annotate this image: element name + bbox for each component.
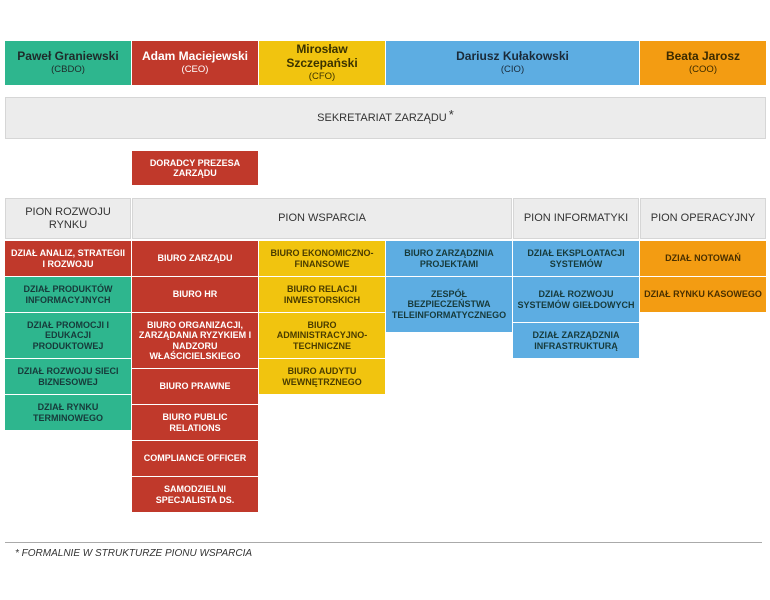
unit-box: DZIAŁ RYNKU KASOWEGO (640, 277, 766, 312)
exec-name: Adam Maciejewski (141, 48, 249, 63)
exec-role: (CFO) (308, 71, 336, 83)
exec-role: (CIO) (500, 64, 525, 76)
unit-box: DZIAŁ RYNKU TERMINOWEGO (5, 395, 131, 430)
unit-box: DZIAŁ PRODUKTÓW INFORMACYJNYCH (5, 277, 131, 312)
exec-name: Beata Jarosz (665, 48, 741, 63)
unit-box: DZIAŁ ROZWOJU SIECI BIZNESOWEJ (5, 359, 131, 394)
unit-box: DZIAŁ ROZWOJU SYSTEMÓW GIEŁDOWYCH (513, 277, 639, 322)
secretariat-label: SEKRETARIAT ZARZĄDU (317, 111, 447, 124)
unit-box: DZIAŁ PROMOCJI I EDUKACJI PRODUKTOWEJ (5, 313, 131, 358)
advisors-box: DORADCY PREZESA ZARZĄDU (132, 151, 258, 185)
exec-ceo: Adam Maciejewski (CEO) (132, 41, 258, 85)
exec-cfo: Mirosław Szczepański (CFO) (259, 41, 385, 85)
unit-box: BIURO RELACJI INWESTORSKICH (259, 277, 385, 312)
unit-box: SAMODZIELNI SPECJALISTA DS. (132, 477, 258, 512)
exec-name: Dariusz Kułakowski (456, 48, 569, 63)
unit-box: BIURO ZARZĄDZNIA PROJEKTAMI (386, 241, 512, 276)
unit-box: BIURO ADMINISTRACYJNO-TECHNICZNE (259, 313, 385, 358)
unit-box: BIURO AUDYTU WEWNĘTRZNEGO (259, 359, 385, 394)
unit-box: COMPLIANCE OFFICER (132, 441, 258, 476)
division-wsparcia: PION WSPARCIA (132, 198, 512, 239)
unit-box: ZESPÓŁ BEZPIECZEŃSTWA TELEINFORMATYCZNEG… (386, 277, 512, 332)
footnote-divider (5, 542, 762, 543)
unit-box: BIURO HR (132, 277, 258, 312)
exec-role: (CEO) (181, 64, 209, 76)
exec-coo: Beata Jarosz (COO) (640, 41, 766, 85)
unit-box: DZIAŁ ZARZĄDZNIA INFRASTRUKTURĄ (513, 323, 639, 358)
exec-role: (CBDO) (51, 64, 85, 76)
unit-box: DZIAŁ NOTOWAŃ (640, 241, 766, 276)
unit-box: BIURO PRAWNE (132, 369, 258, 404)
unit-box: DZIAŁ ANALIZ, STRATEGII I ROZWOJU (5, 241, 131, 276)
unit-box: BIURO EKONOMICZNO-FINANSOWE (259, 241, 385, 276)
division-operacyjny: PION OPERACYJNY (640, 198, 766, 239)
exec-name: Paweł Graniewski (17, 48, 119, 63)
exec-role: (COO) (689, 64, 717, 76)
division-rozwoju-rynku: PION ROZWOJU RYNKU (5, 198, 131, 239)
exec-cbdo: Paweł Graniewski (CBDO) (5, 41, 131, 85)
footnote: * FORMALNIE W STRUKTURZE PIONU WSPARCIA (15, 548, 253, 559)
secretariat-box: SEKRETARIAT ZARZĄDU * (5, 97, 766, 139)
unit-box: DZIAŁ EKSPLOATACJI SYSTEMÓW (513, 241, 639, 276)
exec-cio: Dariusz Kułakowski (CIO) (386, 41, 639, 85)
footnote-marker: * (448, 106, 454, 122)
exec-name: Mirosław Szczepański (286, 41, 358, 70)
unit-box: BIURO PUBLIC RELATIONS (132, 405, 258, 440)
unit-box: BIURO ZARZĄDU (132, 241, 258, 276)
division-informatyki: PION INFORMATYKI (513, 198, 639, 239)
unit-box: BIURO ORGANIZACJI, ZARZĄDANIA RYZYKIEM I… (132, 313, 258, 368)
